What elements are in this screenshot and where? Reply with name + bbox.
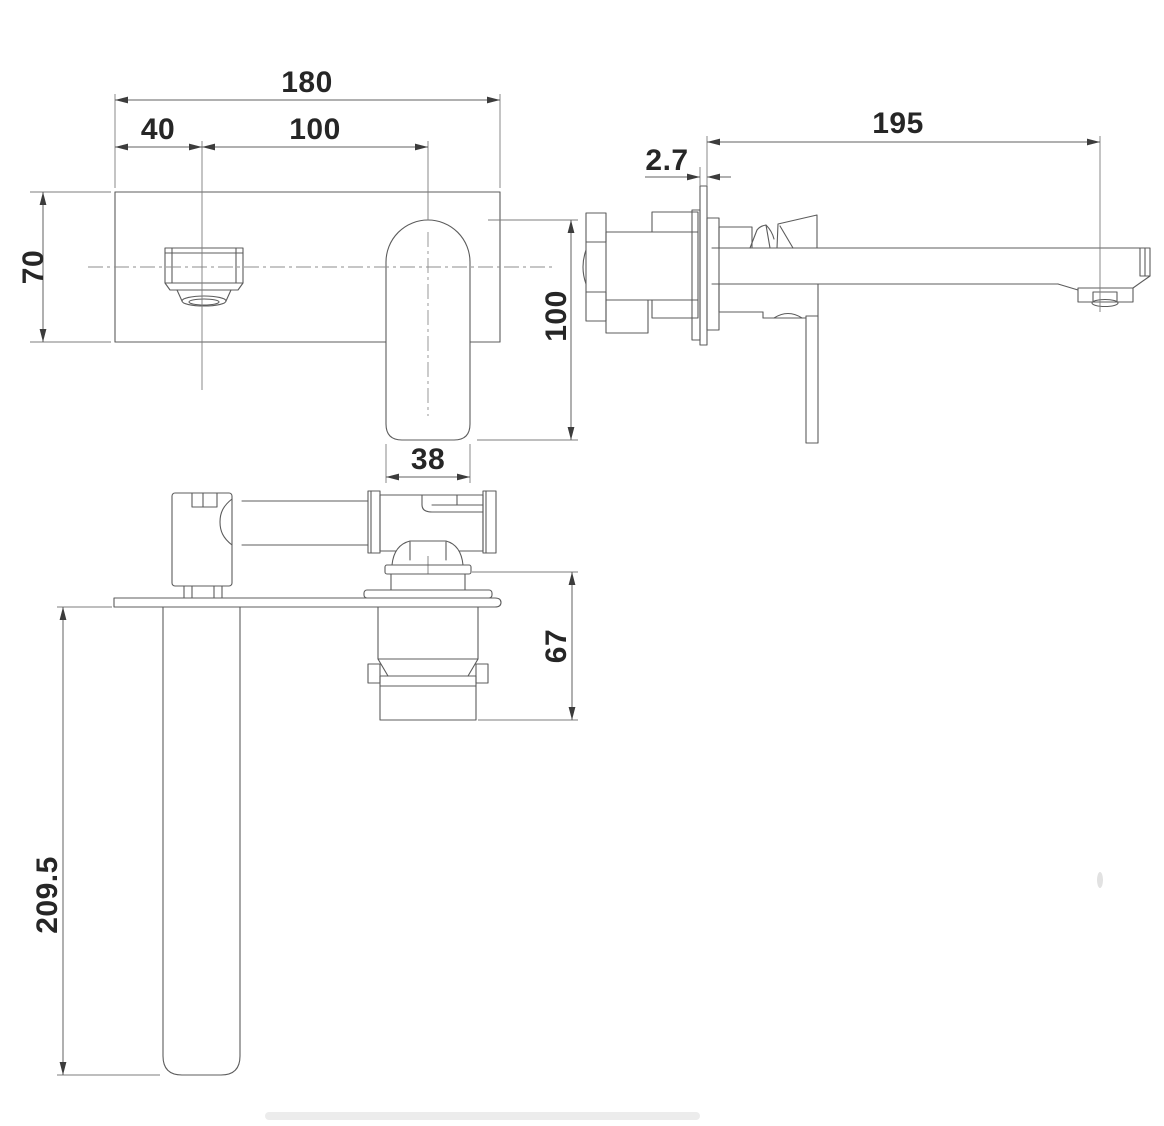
handle-lever-side	[718, 214, 819, 444]
wall-plate-plan	[113, 597, 502, 608]
dimension-70: 70	[17, 191, 111, 343]
dimension-2-7: 2.7	[645, 144, 731, 186]
spout-plan	[162, 606, 241, 1076]
dim-label-handle-width: 38	[411, 443, 445, 476]
dimension-195: 195	[706, 107, 1101, 312]
dimension-100-handle: 100	[477, 219, 578, 441]
dim-label-spout-reach: 195	[872, 107, 924, 140]
cartridge-plan	[363, 540, 493, 599]
dim-label-spout-offset: 40	[141, 113, 175, 146]
front-view	[88, 191, 556, 441]
dim-label-plate-height: 70	[17, 250, 50, 284]
wall-plate-side	[699, 185, 708, 346]
dimension-38: 38	[385, 443, 471, 483]
dim-label-plate-width: 180	[281, 66, 333, 99]
spout-outlet-front	[164, 247, 244, 307]
spout-side	[706, 217, 1151, 331]
dim-label-spout-length: 209.5	[31, 856, 64, 934]
dimension-180: 180	[114, 66, 501, 188]
side-view	[582, 185, 1151, 444]
dim-label-valve-depth: 67	[540, 629, 573, 663]
dim-label-spout-to-handle: 100	[289, 113, 341, 146]
scan-artifact-smudge	[1097, 872, 1103, 888]
in-wall-valve-side	[582, 211, 699, 334]
wall-plate-flange-side	[691, 209, 701, 341]
below-plate-valve-plan	[367, 606, 489, 721]
dim-label-plate-thickness: 2.7	[645, 144, 688, 177]
scan-artifact-streak	[265, 1112, 700, 1120]
plan-view	[113, 490, 502, 1076]
dimension-67: 67	[472, 571, 578, 721]
dim-label-handle-height: 100	[540, 290, 573, 342]
dimension-209-5: 209.5	[31, 606, 160, 1076]
dimension-40-100: 40 100	[115, 113, 429, 390]
